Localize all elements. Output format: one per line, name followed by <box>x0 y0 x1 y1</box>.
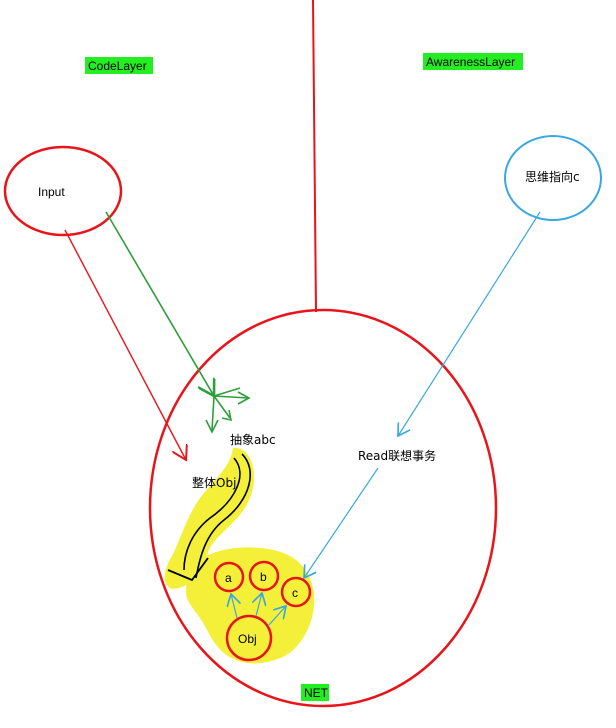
node-b-label: b <box>260 570 267 584</box>
node-c-label: c <box>292 586 298 600</box>
abstract-to-obj-arrowhead <box>167 557 209 582</box>
thought-direction-label: 思维指向c <box>525 169 580 184</box>
arrow-input-to-abstract <box>105 211 214 396</box>
abstract-to-obj-curve <box>183 453 251 579</box>
arrow-read-to-c <box>304 467 379 578</box>
net-stem-line <box>312 0 317 313</box>
obj-circle <box>225 614 273 662</box>
arrow-obj-to-c <box>267 606 286 627</box>
thought-direction-circle <box>504 135 602 221</box>
input-circle <box>3 145 123 237</box>
codelayer-label: CodeLayer <box>88 59 147 73</box>
whole-label: 整体Obj <box>192 475 236 490</box>
arrow-obj-to-a <box>231 594 237 619</box>
node-b-circle <box>248 560 280 592</box>
arrow-thought-to-read <box>398 211 541 436</box>
green-branches <box>211 387 249 431</box>
obj-label: Obj <box>238 632 257 646</box>
green-branch-heads <box>205 391 251 434</box>
arrow-obj-to-b <box>256 593 262 617</box>
node-a-label: a <box>225 571 232 585</box>
awarenesslayer-label: AwarenessLayer <box>426 55 515 69</box>
abstract-label: 抽象abc <box>230 433 276 447</box>
highlight-blob <box>186 547 315 664</box>
net-label-bg <box>301 684 329 701</box>
arrow-input-to-whole <box>64 229 186 460</box>
node-c-circle <box>280 576 312 608</box>
net-circle <box>148 308 498 708</box>
awarenesslayer-label-bg <box>423 53 523 70</box>
read-label: Read联想事务 <box>358 448 436 463</box>
net-label: NET <box>304 686 329 700</box>
codelayer-label-bg <box>85 57 153 74</box>
input-label: Input <box>38 185 65 199</box>
node-a-circle <box>213 561 245 593</box>
